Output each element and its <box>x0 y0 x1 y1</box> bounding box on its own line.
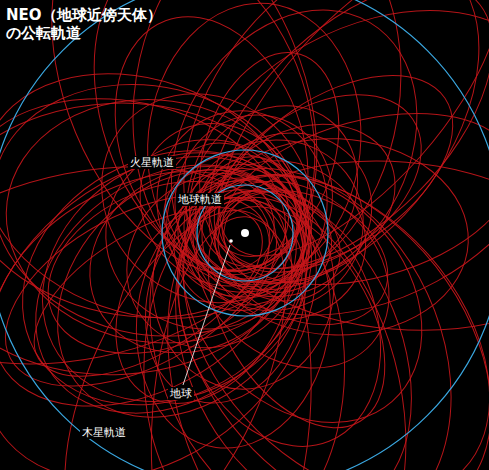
neo-orbit <box>138 211 325 470</box>
neo-orbit <box>0 95 309 383</box>
sun <box>241 229 249 237</box>
neo-orbit <box>0 71 306 346</box>
neo-orbit <box>0 114 352 465</box>
neo-orbit <box>0 91 380 470</box>
orbit-label: 木星軌道 <box>80 426 128 439</box>
orbit-label: 火星軌道 <box>128 156 176 169</box>
neo-orbit <box>181 58 454 309</box>
neo-orbit <box>152 156 327 332</box>
neo-orbit <box>147 151 292 289</box>
diagram-title: NEO（地球近傍天体） の公転軌道 <box>6 6 176 42</box>
neo-orbit <box>123 0 489 339</box>
neo-orbit <box>8 120 357 468</box>
planet-label: 地球 <box>168 387 194 400</box>
neo-orbit <box>143 199 346 470</box>
neo-orbit <box>198 133 473 340</box>
neo-orbit <box>0 103 359 452</box>
mars-orbit <box>162 150 328 316</box>
neo-orbit <box>121 178 347 461</box>
earth-dot <box>229 239 233 243</box>
neo-orbit <box>0 53 332 367</box>
neo-orbit <box>172 176 422 459</box>
neo-orbit <box>122 0 467 335</box>
neo-orbit <box>133 0 489 377</box>
leader-line <box>183 245 230 385</box>
neo-orbit <box>0 0 369 314</box>
orbit-label: 地球軌道 <box>176 193 224 206</box>
neo-orbit <box>59 51 356 346</box>
